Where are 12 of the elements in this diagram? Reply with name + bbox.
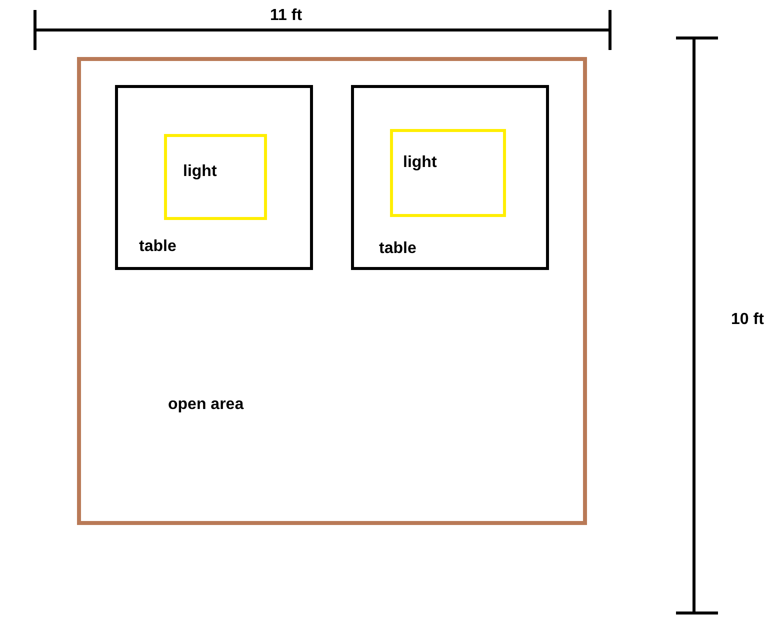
light-outline: [390, 129, 506, 217]
table-outline: [351, 85, 549, 270]
table-label: table: [139, 239, 176, 255]
dimension-label: 11 ft: [270, 8, 302, 24]
table-outline: [115, 85, 313, 270]
room-outline: [77, 57, 587, 525]
dimension-label: 10 ft: [731, 312, 764, 328]
room-label: open area: [168, 397, 244, 413]
table-label: table: [379, 241, 416, 257]
light-outline: [164, 134, 267, 220]
light-label: light: [183, 164, 217, 180]
light-label: light: [403, 155, 437, 171]
